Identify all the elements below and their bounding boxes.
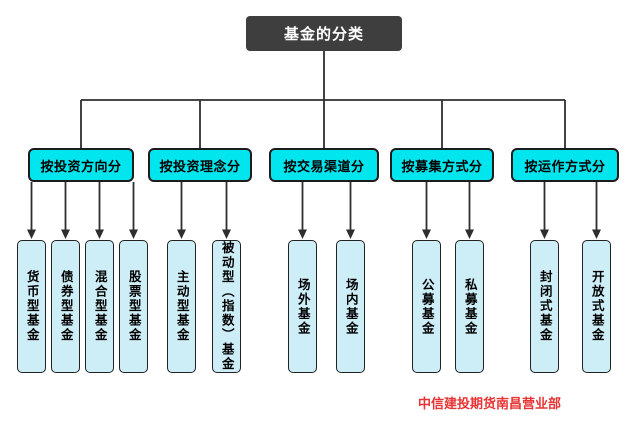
node-open-end-fund: 开放式基金	[582, 240, 611, 373]
category-operation-mode: 按运作方式分	[511, 148, 619, 182]
category-investment-philosophy: 按投资理念分	[148, 148, 252, 182]
down-arrow	[177, 182, 186, 239]
node-passive-index-fund: 被动型（指数）基金	[212, 240, 241, 373]
down-arrow	[298, 182, 307, 239]
down-arrow	[592, 182, 601, 239]
category-trading-channel: 按交易渠道分	[269, 148, 379, 182]
down-arrow	[465, 182, 474, 239]
node-currency-fund: 货币型基金	[17, 240, 46, 373]
branding-credit-text: 中信建投期货南昌营业部	[418, 397, 562, 412]
node-hybrid-fund: 混合型基金	[85, 240, 114, 373]
node-bond-fund: 债券型基金	[51, 240, 80, 373]
down-arrow	[346, 182, 355, 239]
down-arrow	[61, 182, 70, 239]
root-node-fund-classification: 基金的分类	[246, 16, 402, 51]
node-active-fund: 主动型基金	[167, 240, 196, 373]
node-private-offering-fund: 私募基金	[455, 240, 484, 373]
down-arrow	[222, 182, 231, 239]
down-arrow	[422, 182, 431, 239]
node-public-offering-fund: 公募基金	[412, 240, 441, 373]
node-closed-end-fund: 封闭式基金	[530, 240, 559, 373]
category-investment-direction: 按投资方向分	[28, 148, 134, 182]
node-otc-fund: 场外基金	[288, 240, 317, 373]
down-arrow	[540, 182, 549, 239]
node-exchange-fund: 场内基金	[336, 240, 365, 373]
category-fundraising-method: 按募集方式分	[390, 148, 494, 182]
down-arrow	[95, 182, 104, 239]
down-arrow	[129, 182, 138, 239]
down-arrow	[27, 182, 36, 239]
node-stock-fund: 股票型基金	[119, 240, 148, 373]
